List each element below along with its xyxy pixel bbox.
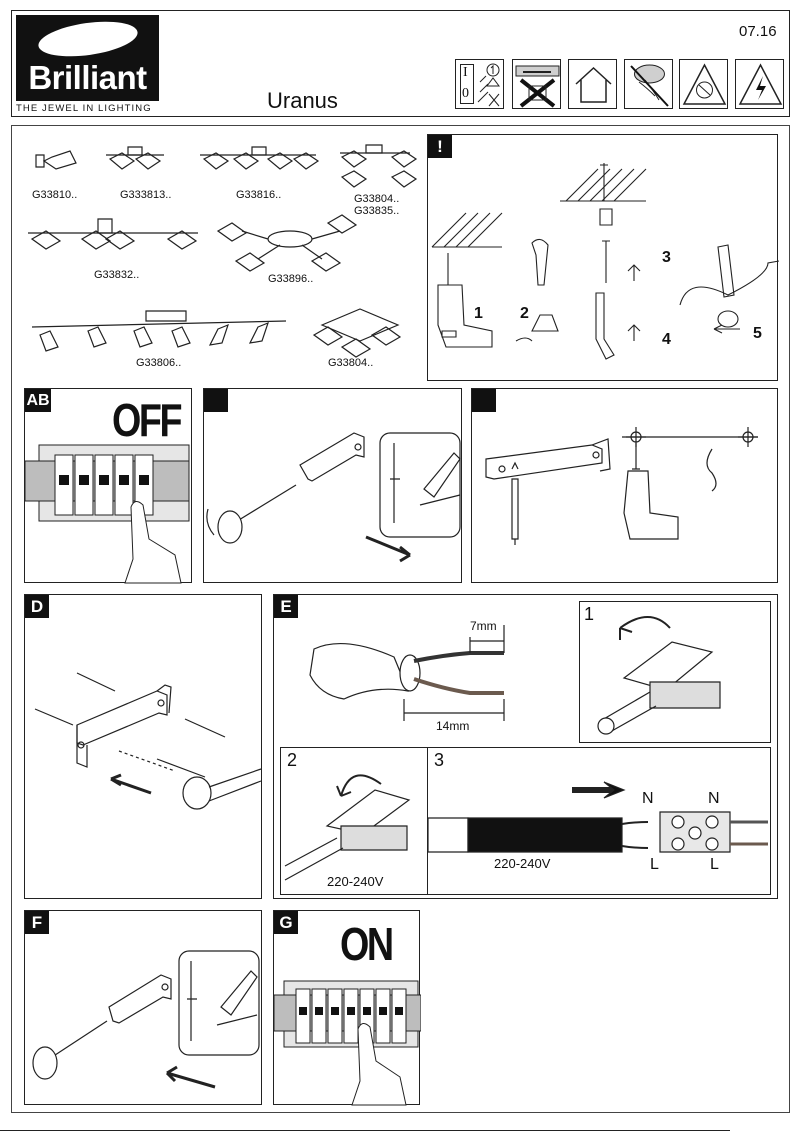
panel-switch-on: G ON [273,910,421,1106]
model-code: G33804.. [328,357,374,369]
voltage-label: 220-240V [494,856,551,871]
on-text: ON [340,918,394,970]
model-code: G33816.. [236,189,282,201]
attach-lamp-illustration [25,911,263,1106]
unscrew-cover-illustration [204,389,463,584]
subpanel-open-terminal: 1 [579,601,771,743]
model-variants: G33810.. G333813.. G33816.. G33804.. G33… [22,135,422,375]
product-name: Uranus [267,88,338,113]
document-header: Brilliant THE JEWEL IN LIGHTING Uranus 0… [11,10,790,117]
high-voltage-icon [735,59,784,109]
panel-mount-bracket: D [24,594,262,899]
substep-number: 2 [287,750,298,770]
panel-wiring: E 7mm 14mm 1 2 [273,594,778,899]
panel-remove-cover [203,388,462,583]
step-number: 1 [474,305,483,322]
no-dimmer-icon [512,59,561,109]
substep-number: 3 [434,750,445,770]
panel-switch-off: AB OFF [24,388,192,583]
protective-class-icon [679,59,728,109]
wall-mounting-warning-panel: ! 1 2 [427,134,778,381]
model-code: G33896.. [268,273,314,285]
strip-length-long: 14mm [436,719,470,733]
panel-mark-and-drill [471,388,778,583]
step-number: 4 [662,331,671,348]
panel-label [472,389,496,412]
brand-name: Brilliant [28,59,147,96]
fuse-box-illustration [274,911,421,1106]
panel-label: AB [25,389,51,412]
terminal-block-illustration [428,748,772,896]
model-variant-drawings [22,135,422,375]
model-code: G33810.. [32,189,78,201]
led-not-replaceable-icon [624,59,673,109]
step-number: 3 [662,249,671,266]
mark-and-drill-illustration [472,389,779,584]
bottom-rule [0,1130,730,1131]
panel-attach-lamp: F [24,910,262,1105]
drilling-steps-illustration [428,135,779,382]
step-number: 2 [520,305,529,322]
brand-tagline: THE JEWEL IN LIGHTING [16,103,152,114]
open-terminal-illustration [580,602,772,744]
model-code: G33835.. [354,205,400,217]
brand-logo: Brilliant [16,15,159,101]
document-version: 07.16 [739,23,777,40]
indoor-house-icon [568,59,617,109]
panel-label: F [25,911,49,934]
cable-strip-illustration [274,595,779,745]
panel-label: D [25,595,49,618]
panel-label [204,389,228,412]
fuse-box-illustration [25,389,193,584]
subpanel-insert-wire: 2 220-240V [280,747,428,895]
panel-label: G [274,911,298,934]
insert-wire-illustration [281,748,429,896]
panel-label: E [274,595,298,618]
model-code: G33804.. [354,193,400,205]
logo-oval-shape [36,16,140,62]
model-code: G333813.. [120,189,172,201]
model-code: G33806.. [136,357,182,369]
mount-bracket-illustration [25,595,263,900]
model-code: G33832.. [94,269,140,281]
step-number: 5 [753,325,762,342]
live-label: L [710,856,719,873]
on-off-switch-icon: I 0 [455,59,504,109]
neutral-label: N [708,790,720,807]
subpanel-connect-terminal: 3 220-240V N N L L [427,747,771,895]
neutral-label: N [642,790,654,807]
voltage-label: 220-240V [327,874,384,889]
substep-number: 1 [584,604,595,624]
off-text: OFF [112,394,183,446]
panel-label: ! [428,135,452,158]
strip-length-short: 7mm [470,619,497,633]
live-label: L [650,856,659,873]
